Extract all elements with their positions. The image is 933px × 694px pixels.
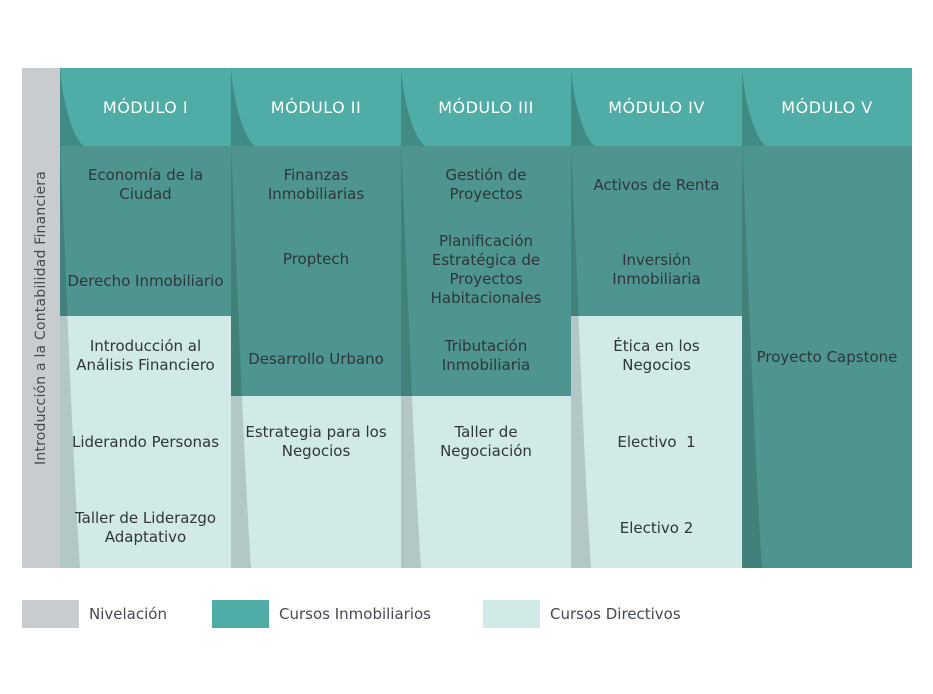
module-4-course-2: Inversión Inmobiliaria bbox=[571, 224, 742, 316]
module-2-course-2: Proptech bbox=[231, 224, 401, 294]
module-3-course-4: Taller de Negociación bbox=[401, 396, 571, 488]
legend-label-cursos-directivos: Cursos Directivos bbox=[550, 605, 681, 623]
module-5-header: MÓDULO V bbox=[742, 68, 912, 146]
module-3-header: MÓDULO III bbox=[401, 68, 571, 146]
module-3-course-1: Gestión de Proyectos bbox=[401, 146, 571, 224]
module-1-header: MÓDULO I bbox=[60, 68, 231, 146]
module-1-course-5: Taller de Liderazgo Adaptativo bbox=[60, 488, 231, 568]
module-1-course-2: Derecho Inmobiliario bbox=[60, 224, 231, 316]
module-2-header: MÓDULO II bbox=[231, 68, 401, 146]
legend-label-cursos-inmobiliarios: Cursos Inmobiliarios bbox=[279, 605, 431, 623]
module-5-column: MÓDULO V Proyecto Capstone bbox=[742, 68, 912, 568]
module-2-column: MÓDULO II Finanzas Inmobiliarias Proptec… bbox=[231, 68, 401, 568]
module-2-course-1: Finanzas Inmobiliarias bbox=[231, 146, 401, 224]
module-1-course-4: Liderando Personas bbox=[60, 396, 231, 488]
legend-label-nivelacion: Nivelación bbox=[89, 605, 167, 623]
module-4-course-3: Ética en los Negocios bbox=[571, 316, 742, 396]
module-3-column: MÓDULO III Gestión de Proyectos Planific… bbox=[401, 68, 571, 568]
module-3-course-2: Planificación Estratégica de Proyectos H… bbox=[401, 224, 571, 316]
nivelacion-bar: Introducción a la Contabilidad Financier… bbox=[22, 68, 60, 568]
module-4-course-4: Electivo 1 bbox=[571, 396, 742, 488]
module-4-column: MÓDULO IV Activos de Renta Inversión Inm… bbox=[571, 68, 742, 568]
module-5-course-1: Proyecto Capstone bbox=[742, 146, 912, 568]
module-3-course-3: Tributación Inmobiliaria bbox=[401, 316, 571, 396]
module-2-course-3: Desarrollo Urbano bbox=[231, 294, 401, 396]
module-1-column: MÓDULO I Economía de la Ciudad Derecho I… bbox=[60, 68, 231, 568]
module-1-course-1: Economía de la Ciudad bbox=[60, 146, 231, 224]
legend-cursos-directivos: Cursos Directivos bbox=[483, 600, 713, 628]
legend-swatch-cursos-directivos bbox=[483, 600, 540, 628]
module-3-empty-cell bbox=[401, 488, 571, 568]
module-4-course-1: Activos de Renta bbox=[571, 146, 742, 224]
legend-swatch-cursos-inmobiliarios bbox=[212, 600, 269, 628]
module-2-empty-cell bbox=[231, 488, 401, 568]
legend-cursos-inmobiliarios: Cursos Inmobiliarios bbox=[212, 600, 462, 628]
module-1-course-3: Introducción al Análisis Financiero bbox=[60, 316, 231, 396]
legend-nivelacion: Nivelación bbox=[22, 600, 192, 628]
legend-swatch-nivelacion bbox=[22, 600, 79, 628]
curriculum-grid: Introducción a la Contabilidad Financier… bbox=[22, 68, 912, 568]
module-4-course-5: Electivo 2 bbox=[571, 488, 742, 568]
module-4-header: MÓDULO IV bbox=[571, 68, 742, 146]
nivelacion-label: Introducción a la Contabilidad Financier… bbox=[33, 171, 49, 466]
module-2-course-4: Estrategia para los Negocios bbox=[231, 396, 401, 488]
